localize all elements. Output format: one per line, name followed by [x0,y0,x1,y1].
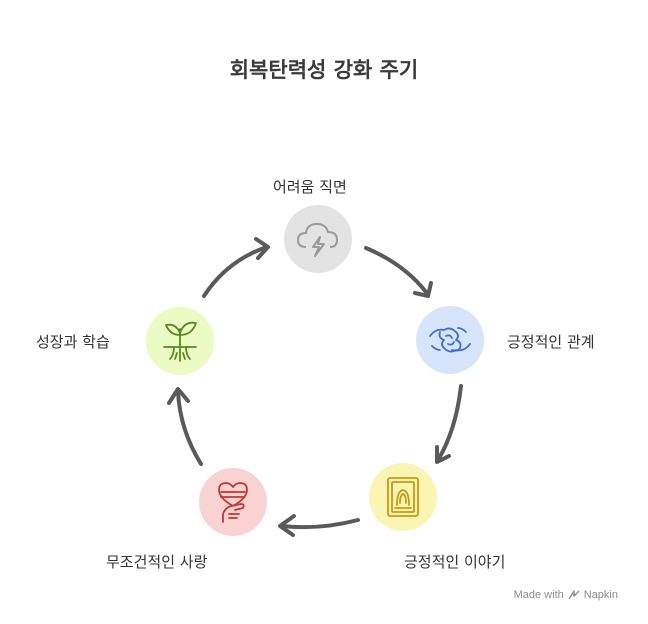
storm-cloud-icon [297,223,338,257]
arrow-love-to-growth [176,390,203,466]
arrow-growth-to-challenge [202,246,266,298]
napkin-logo-icon [568,590,580,600]
watermark-made-with: Made with [513,589,564,601]
handshake-icon [429,327,471,353]
label-unconditional-love: 무조건적인 사랑 [106,553,208,571]
diagram-title: 회복탄력성 강화 주기 [229,58,419,82]
napkin-watermark: Made with Napkin [514,589,618,601]
arrow-love-to-growth-head [167,387,190,405]
arrow-stories-to-love-head [278,514,296,537]
arrow-relationships-to-stories-head [435,445,451,464]
watermark-brand: Napkin [583,589,618,601]
node-positive-stories [369,463,437,531]
arrow-stories-to-love [280,518,360,530]
arrow-relationships-to-stories [436,384,463,462]
label-positive-relationships: 긍정적인 관계 [507,333,595,351]
storybook-icon [387,477,419,517]
label-growth-and-learning: 성장과 학습 [36,333,110,351]
arrow-growth-to-challenge-head [254,237,270,260]
label-positive-stories: 긍정적인 이야기 [404,553,506,571]
sprout-icon [163,321,197,362]
node-growth-and-learning [146,307,214,375]
label-facing-adversity: 어려움 직면 [273,178,347,196]
node-positive-relationships [416,306,484,374]
heart-in-hand-icon [218,482,248,523]
node-unconditional-love [199,468,267,536]
arrow-challenge-to-relationships [364,246,428,294]
arrow-relationships-head [413,281,433,298]
node-facing-adversity [284,205,352,273]
